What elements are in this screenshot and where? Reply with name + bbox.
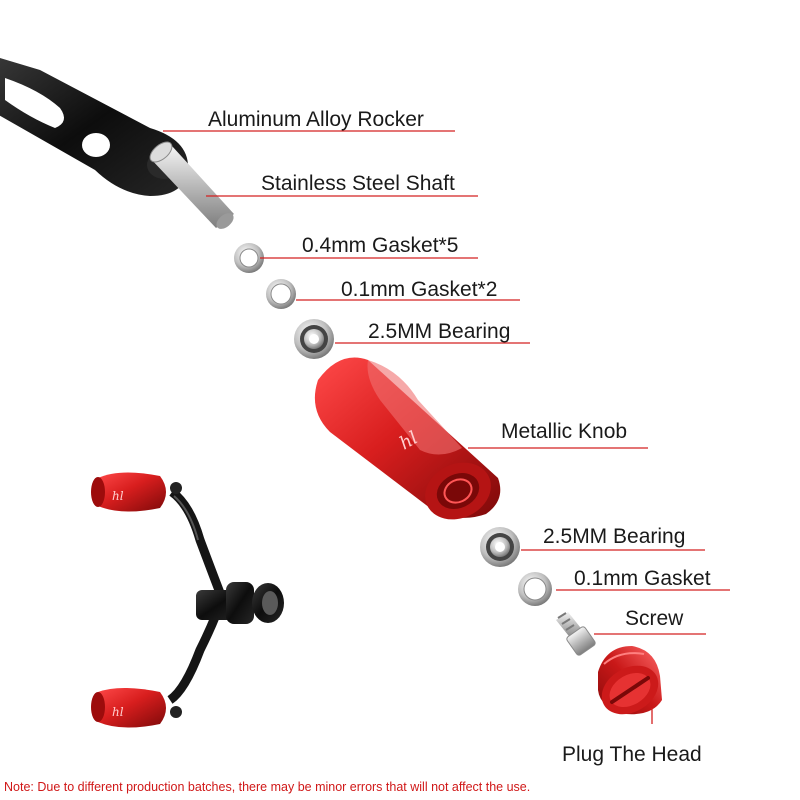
metallic-knob: hl — [314, 357, 501, 520]
assembled-handle: hl hl — [91, 472, 284, 728]
label-gasket-01mm-a: 0.1mm Gasket*2 — [341, 278, 497, 301]
label-metallic-knob: Metallic Knob — [501, 420, 627, 443]
label-shaft: Stainless Steel Shaft — [261, 172, 455, 195]
stainless-steel-shaft — [149, 141, 234, 229]
label-bearing-bottom: 2.5MM Bearing — [543, 525, 685, 548]
label-gasket-04mm: 0.4mm Gasket*5 — [302, 234, 458, 257]
label-rocker: Aluminum Alloy Rocker — [208, 108, 424, 131]
bearing-bottom — [480, 527, 520, 567]
gasket-01mm-a — [266, 279, 296, 309]
handle-logo-top: hl — [112, 489, 124, 503]
gasket-04mm — [234, 243, 264, 273]
label-plug-head: Plug The Head — [562, 743, 702, 766]
plug-head — [598, 646, 662, 715]
footnote: Note: Due to different production batche… — [4, 780, 530, 794]
screw-part — [556, 612, 596, 656]
leader-lines — [163, 130, 730, 724]
bearing-top — [294, 319, 334, 359]
label-gasket-01mm-b: 0.1mm Gasket — [574, 567, 711, 590]
label-bearing-top: 2.5MM Bearing — [368, 320, 510, 343]
gasket-01mm-b — [518, 572, 552, 606]
label-screw: Screw — [625, 607, 684, 630]
handle-logo-bottom: hl — [112, 705, 124, 719]
aluminum-rocker-arm — [0, 58, 189, 196]
